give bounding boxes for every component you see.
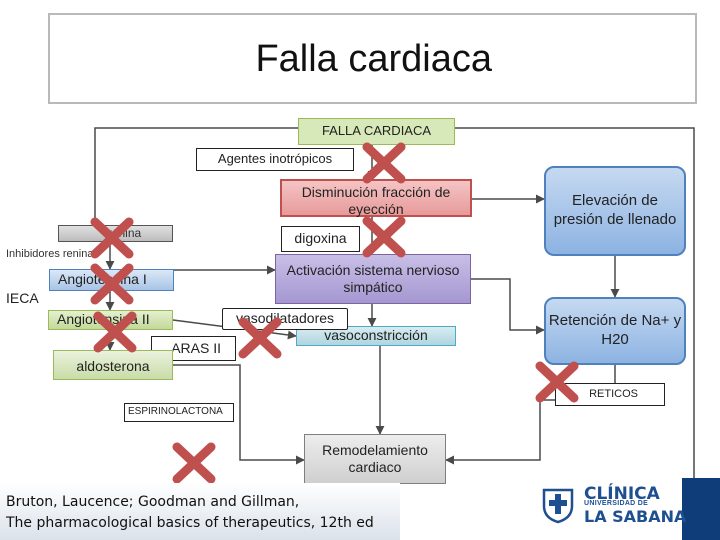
connector-falla-right bbox=[455, 127, 695, 540]
citation-panel bbox=[0, 483, 400, 540]
citation: Bruton, Laucence; Goodman and Gillman, T… bbox=[6, 492, 374, 534]
red-x-icon bbox=[93, 311, 137, 353]
logo-text-universidad: UNIVERSIDAD DE bbox=[584, 500, 649, 507]
page-title: Falla cardiaca bbox=[255, 38, 492, 80]
node-diureticos: RETICOS bbox=[555, 383, 665, 406]
node-falla-cardiaca: FALLA CARDIACA bbox=[298, 118, 455, 145]
logo-band bbox=[470, 478, 720, 540]
label-ieca: IECA bbox=[6, 290, 39, 306]
node-agentes-inotropicos: Agentes inotrópicos bbox=[196, 148, 354, 171]
node-elevacion-presion: Elevación de presión de llenado bbox=[544, 166, 686, 256]
clinic-logo-icon bbox=[542, 488, 574, 524]
node-digoxina: digoxina bbox=[281, 226, 360, 252]
node-vasodilatadores: vasodilatadores bbox=[222, 308, 348, 330]
title-frame bbox=[48, 13, 697, 104]
citation-line-1: Bruton, Laucence; Goodman and Gillman, bbox=[6, 494, 300, 510]
node-aldosterona: aldosterona bbox=[53, 350, 173, 380]
node-aras-2: ARAS II bbox=[151, 336, 236, 361]
red-x-icon bbox=[362, 142, 406, 184]
node-retencion-sodio: Retención de Na+ y H20 bbox=[544, 297, 686, 365]
connector-retencion-remodel bbox=[445, 365, 616, 465]
logo-text-clinica: CLÍNICA bbox=[584, 484, 660, 504]
label-inhibidores-renina: Inhibidores renina bbox=[6, 248, 94, 260]
node-vasoconstriccion: vasoconstricción bbox=[296, 326, 456, 346]
red-x-icon bbox=[90, 263, 134, 305]
logo-text-sabana: LA SABANA bbox=[584, 507, 687, 526]
connector-activacion-retencion bbox=[471, 278, 545, 335]
node-remodelamiento: Remodelamiento cardiaco bbox=[304, 434, 446, 484]
logo-accent-bar bbox=[682, 478, 720, 540]
red-x-icon bbox=[535, 361, 579, 403]
connector-falla-renina bbox=[94, 127, 298, 225]
citation-line-2: The pharmacological basics of therapeuti… bbox=[6, 515, 374, 531]
connector-aldo-remodel bbox=[173, 364, 305, 465]
red-x-icon bbox=[238, 317, 282, 359]
node-espironolactona: ESPIRINOLACTONA bbox=[124, 403, 234, 422]
node-activacion-simpatico: Activación sistema nervioso simpático bbox=[275, 254, 471, 304]
red-x-icon bbox=[90, 217, 134, 259]
red-x-icon bbox=[362, 216, 406, 258]
node-disminucion-fraccion: Disminución fracción de eyección bbox=[280, 179, 472, 217]
red-x-icon bbox=[172, 442, 216, 484]
